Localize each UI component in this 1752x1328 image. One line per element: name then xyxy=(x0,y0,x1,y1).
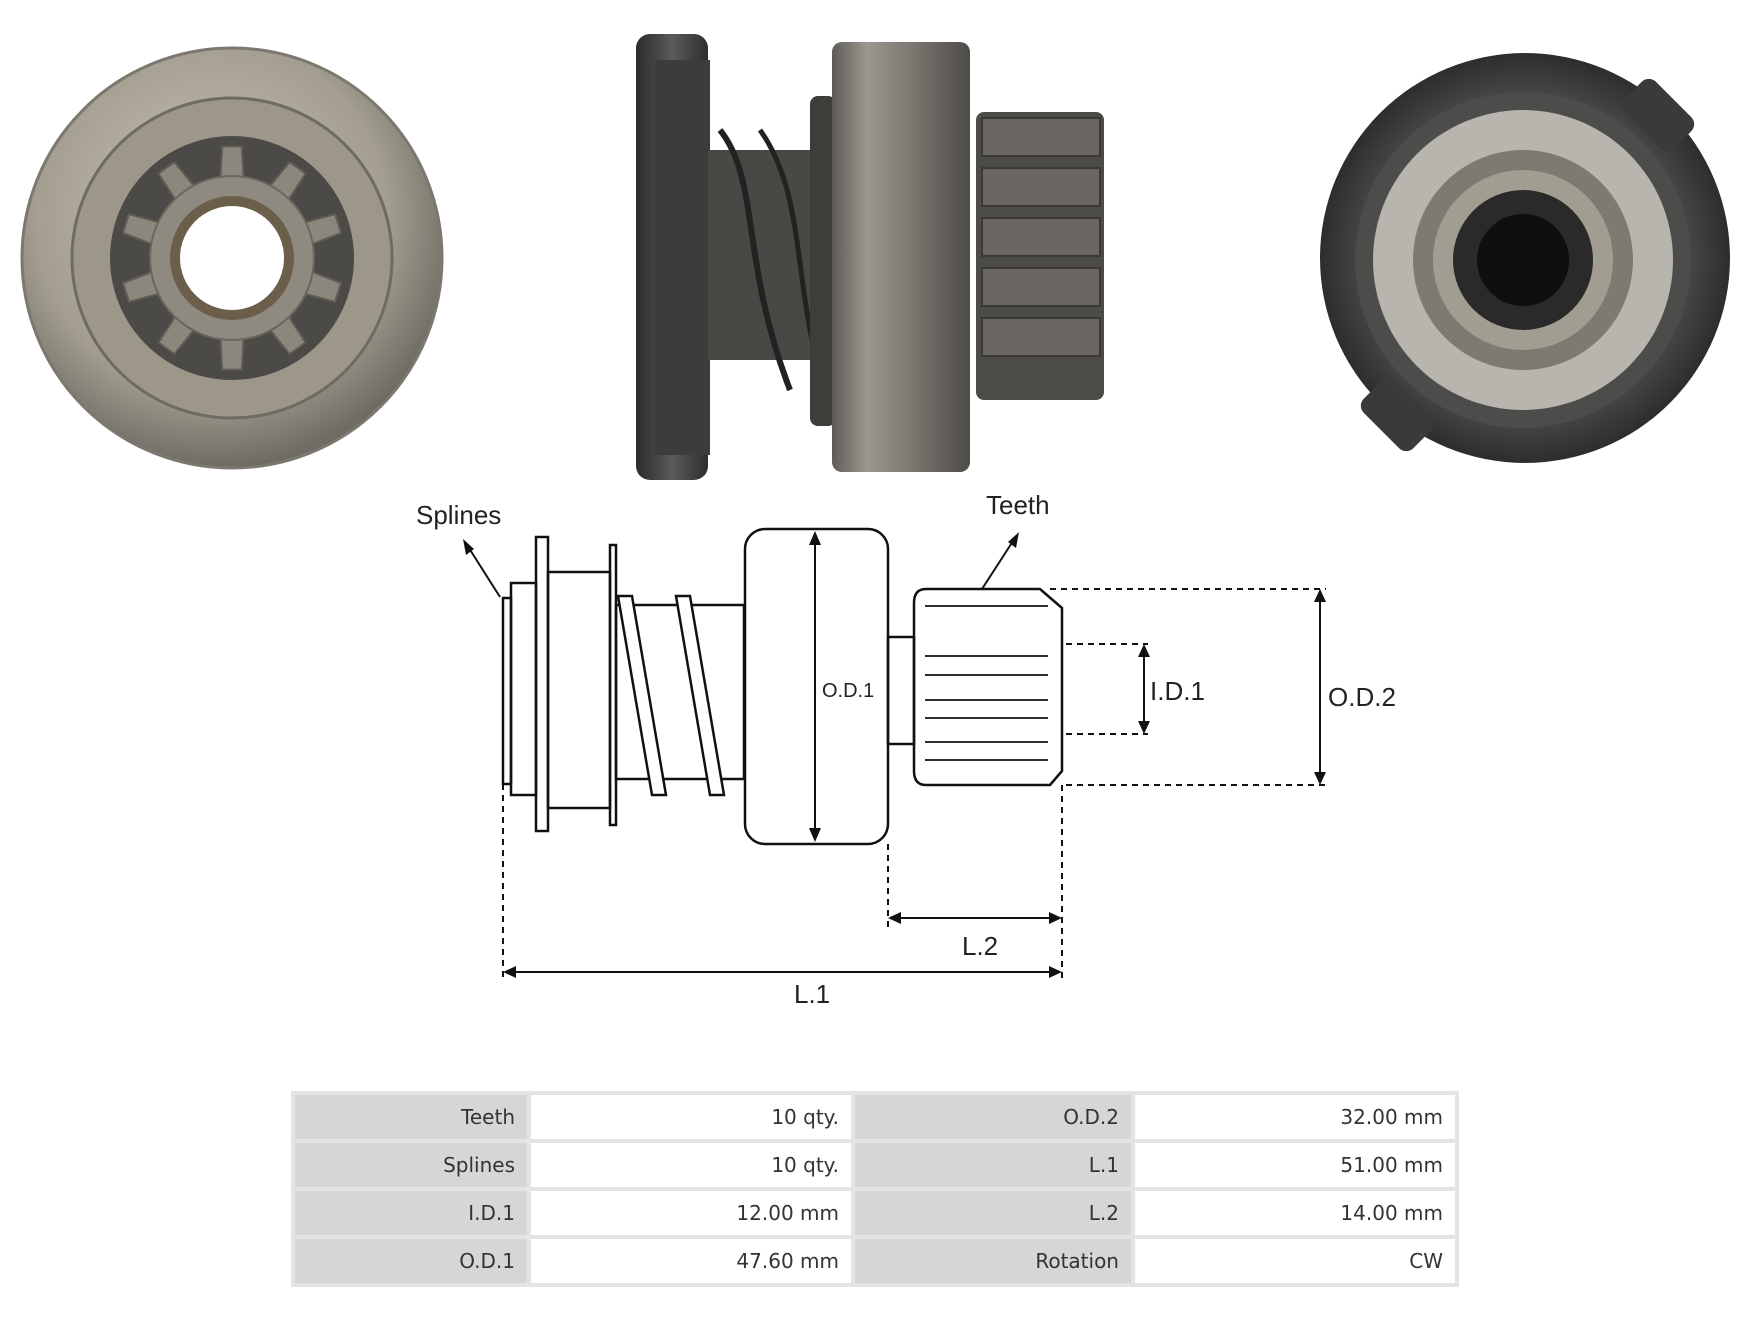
spec-value: 32.00 mm xyxy=(1135,1095,1455,1139)
spec-value: 51.00 mm xyxy=(1135,1143,1455,1187)
table-row: Teeth 10 qty. O.D.2 32.00 mm xyxy=(295,1095,1455,1139)
spec-value: 12.00 mm xyxy=(531,1191,851,1235)
rear-view-photo xyxy=(1320,53,1730,463)
specs-table: Teeth 10 qty. O.D.2 32.00 mm Splines 10 … xyxy=(291,1091,1459,1287)
spec-key: O.D.2 xyxy=(855,1095,1131,1139)
spec-key: I.D.1 xyxy=(295,1191,527,1235)
table-row: I.D.1 12.00 mm L.2 14.00 mm xyxy=(295,1191,1455,1235)
technical-drawing xyxy=(463,527,1326,980)
spec-value: 10 qty. xyxy=(531,1143,851,1187)
l2-label: L.2 xyxy=(962,931,998,961)
spec-key: Rotation xyxy=(855,1239,1131,1283)
od1-label: O.D.1 xyxy=(822,680,874,702)
spec-value: 47.60 mm xyxy=(531,1239,851,1283)
side-view-photo xyxy=(636,34,1104,480)
spec-key: Splines xyxy=(295,1143,527,1187)
spec-key: Teeth xyxy=(295,1095,527,1139)
id1-label: I.D.1 xyxy=(1150,676,1205,706)
front-view-photo xyxy=(20,46,444,470)
spec-value: 10 qty. xyxy=(531,1095,851,1139)
splines-label: Splines xyxy=(416,500,501,530)
spec-key: O.D.1 xyxy=(295,1239,527,1283)
table-row: O.D.1 47.60 mm Rotation CW xyxy=(295,1239,1455,1283)
table-row: Splines 10 qty. L.1 51.00 mm xyxy=(295,1143,1455,1187)
spec-value: CW xyxy=(1135,1239,1455,1283)
od2-label: O.D.2 xyxy=(1328,682,1396,712)
spec-value: 14.00 mm xyxy=(1135,1191,1455,1235)
l1-label: L.1 xyxy=(794,979,830,1009)
spec-key: L.2 xyxy=(855,1191,1131,1235)
teeth-label: Teeth xyxy=(986,490,1050,520)
spec-key: L.1 xyxy=(855,1143,1131,1187)
